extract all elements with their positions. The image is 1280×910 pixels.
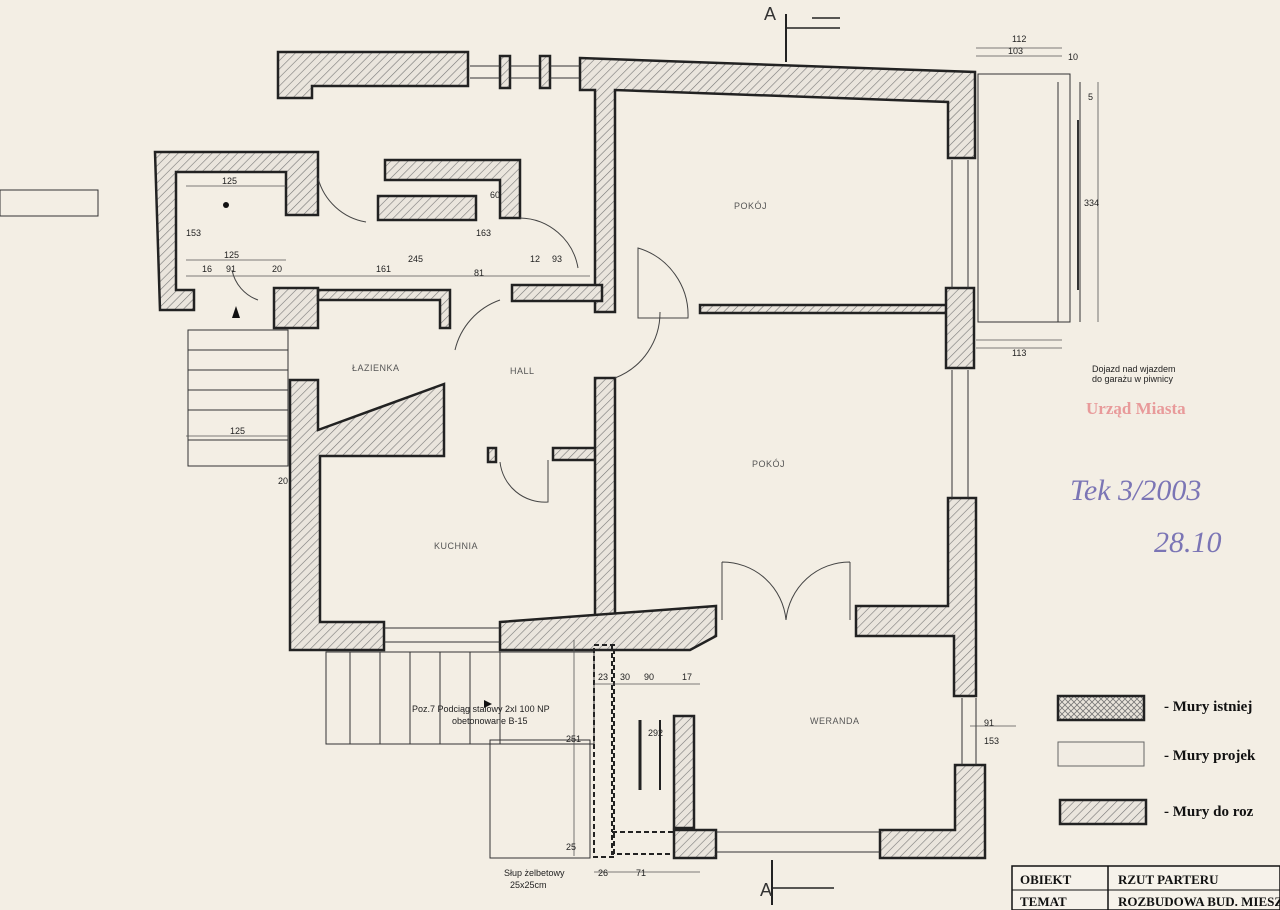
dim-113: 113 xyxy=(1012,348,1026,358)
window-openings xyxy=(384,65,977,853)
entrance-point xyxy=(223,202,229,208)
beam-note-line1: Poz.7 Podciąg stalowy 2xI 100 NP xyxy=(412,704,550,714)
dim-81: 81 xyxy=(474,268,484,278)
dim-125a: 125 xyxy=(222,176,237,186)
dim-93: 93 xyxy=(552,254,562,264)
section-marker-top: A xyxy=(764,4,840,62)
walls xyxy=(153,50,987,860)
legend-label-demolish: - Mury do roz xyxy=(1164,804,1254,820)
room-label-lazienka: ŁAZIENKA xyxy=(352,363,400,373)
title-obiekt-label: OBIEKT xyxy=(1020,872,1072,887)
dim-16: 16 xyxy=(202,264,212,274)
room-label-pokoj-top: POKÓJ xyxy=(734,201,767,211)
dim-26: 26 xyxy=(598,868,608,878)
dim-163: 163 xyxy=(476,228,491,238)
column-note-line2: 25x25cm xyxy=(510,880,547,890)
door-swings xyxy=(231,177,851,621)
section-marker-bottom: A xyxy=(760,860,834,905)
title-obiekt-value: RZUT PARTERU xyxy=(1118,872,1219,887)
office-stamp: Urząd Miasta xyxy=(1086,399,1186,418)
garage-outline xyxy=(977,73,1081,323)
room-label-weranda: WERANDA xyxy=(810,716,860,726)
dimension-values: 112 103 10 125 153 125 16 91 20 161 245 … xyxy=(186,34,1099,878)
legend-label-existing: - Mury istniej xyxy=(1164,699,1252,715)
dim-245: 245 xyxy=(408,254,423,264)
dim-20: 20 xyxy=(272,264,282,274)
dim-23: 23 xyxy=(598,672,608,682)
legend-swatch-demolish xyxy=(1058,798,1148,826)
title-temat-value: ROZBUDOWA BUD. MIESZK. xyxy=(1118,894,1280,909)
dim-125c: 125 xyxy=(230,426,245,436)
section-label-bottom: A xyxy=(760,880,772,900)
dimension-lines xyxy=(186,47,1099,873)
steel-beam-outline xyxy=(593,644,675,858)
dim-103: 103 xyxy=(1008,46,1023,56)
title-temat-label: TEMAT xyxy=(1020,894,1067,909)
dim-91: 91 xyxy=(226,264,236,274)
room-label-kuchnia: KUCHNIA xyxy=(434,541,478,551)
dim-91b: 91 xyxy=(984,718,994,728)
signature-date: 28.10 xyxy=(1154,526,1222,559)
exterior-fragment xyxy=(0,189,99,217)
legend-swatch-projected xyxy=(1057,741,1145,767)
dim-251: 251 xyxy=(566,734,581,744)
dim-30: 30 xyxy=(620,672,630,682)
signature: Tek 3/2003 xyxy=(1070,474,1201,507)
dim-17: 17 xyxy=(682,672,692,682)
dim-20b: 20 xyxy=(278,476,288,486)
legend-swatch-existing xyxy=(1056,694,1146,722)
dim-5: 5 xyxy=(1088,92,1093,102)
garage-note-line1: Dojazd nad wjazdem xyxy=(1092,364,1176,374)
room-label-hall: HALL xyxy=(510,366,535,376)
dim-25: 25 xyxy=(566,842,576,852)
dim-153b: 153 xyxy=(984,736,999,746)
dim-60: 60 xyxy=(490,190,500,200)
dim-10: 10 xyxy=(1068,52,1078,62)
dim-90: 90 xyxy=(644,672,654,682)
beam-note-arrow-icon xyxy=(484,700,492,708)
dim-12: 12 xyxy=(530,254,540,264)
beam-note-line2: obetonowane B-15 xyxy=(452,716,528,726)
section-label-top: A xyxy=(764,4,776,24)
dim-292: 292 xyxy=(648,728,663,738)
dim-334: 334 xyxy=(1084,198,1099,208)
room-label-pokoj-mid: POKÓJ xyxy=(752,459,785,469)
column-note-line1: Słup żelbetowy xyxy=(504,868,565,878)
dim-71: 71 xyxy=(636,868,646,878)
garage-note-line2: do garażu w piwnicy xyxy=(1092,374,1174,384)
entry-arrow-icon xyxy=(232,306,240,318)
dim-125b: 125 xyxy=(224,250,239,260)
dim-153: 153 xyxy=(186,228,201,238)
title-block: OBIEKT RZUT PARTERU TEMAT ROZBUDOWA BUD.… xyxy=(1011,865,1280,910)
legend-label-projected: - Mury projek xyxy=(1164,748,1256,764)
legend: - Mury istniej - Mury projek - Mury do r… xyxy=(1056,694,1256,826)
dim-112: 112 xyxy=(1012,34,1026,44)
dim-161: 161 xyxy=(376,264,391,274)
